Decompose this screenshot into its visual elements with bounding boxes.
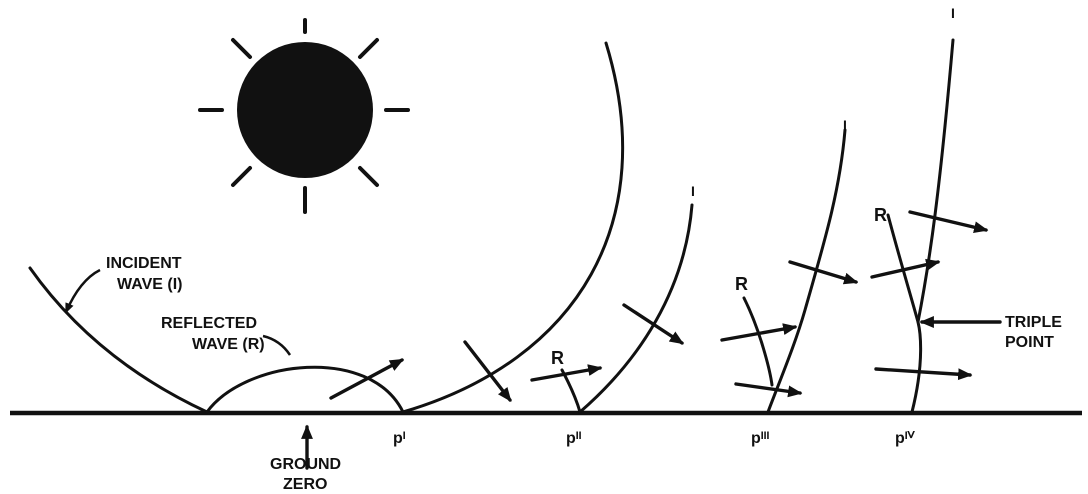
arrow-icon [622, 303, 684, 345]
point-label-p2: pᴵᴵ [566, 430, 582, 447]
incident-wave-large [401, 41, 625, 414]
incident-wave-p3 [766, 128, 847, 414]
i-label: I [951, 5, 955, 21]
arrow-icon [870, 258, 941, 279]
incident-wave-left [28, 266, 209, 414]
r-label: R [874, 205, 887, 225]
r-label: R [551, 348, 564, 368]
incident-wave-p2 [578, 203, 694, 414]
point-label-p4: pᴵⱽ [895, 430, 916, 447]
triple-point-line2: POINT [1005, 334, 1054, 351]
reflected-label-line2: WAVE (R) [192, 336, 265, 353]
incident-label-line2: WAVE (I) [117, 276, 182, 293]
r-label: R [735, 274, 748, 294]
reflected-wave-p3 [742, 296, 774, 387]
reflected-wave-p4 [886, 213, 920, 324]
ground-zero-line2: ZERO [283, 476, 327, 493]
incident-label-line1: INCIDENT [106, 255, 182, 272]
i-label: I [691, 183, 695, 199]
reflected-wave-p2 [560, 368, 582, 414]
reflected-wave [205, 365, 405, 414]
i-label: I [843, 117, 847, 133]
arrow-icon [788, 260, 859, 285]
arrow-icon [329, 358, 405, 400]
ground-zero-line1: GROUND [270, 456, 341, 473]
reflected-leader [262, 334, 292, 356]
arrow-icon [463, 340, 512, 402]
triple-point-line1: TRIPLE [1005, 314, 1062, 331]
arrow-icon [908, 210, 989, 234]
sun-burst-icon [198, 18, 410, 214]
arrow-icon [874, 367, 973, 381]
point-label-p1: pᴵ [393, 430, 406, 447]
arrow-icon [734, 382, 803, 398]
incident-wave-p4 [910, 38, 955, 414]
incident-leader [64, 268, 101, 314]
arrow-icon [720, 323, 798, 342]
point-label-p3: pᴵᴵᴵ [751, 430, 770, 447]
arrow-icon [530, 364, 603, 382]
reflected-label-line1: REFLECTED [161, 315, 257, 332]
arrow-group [301, 210, 1002, 470]
